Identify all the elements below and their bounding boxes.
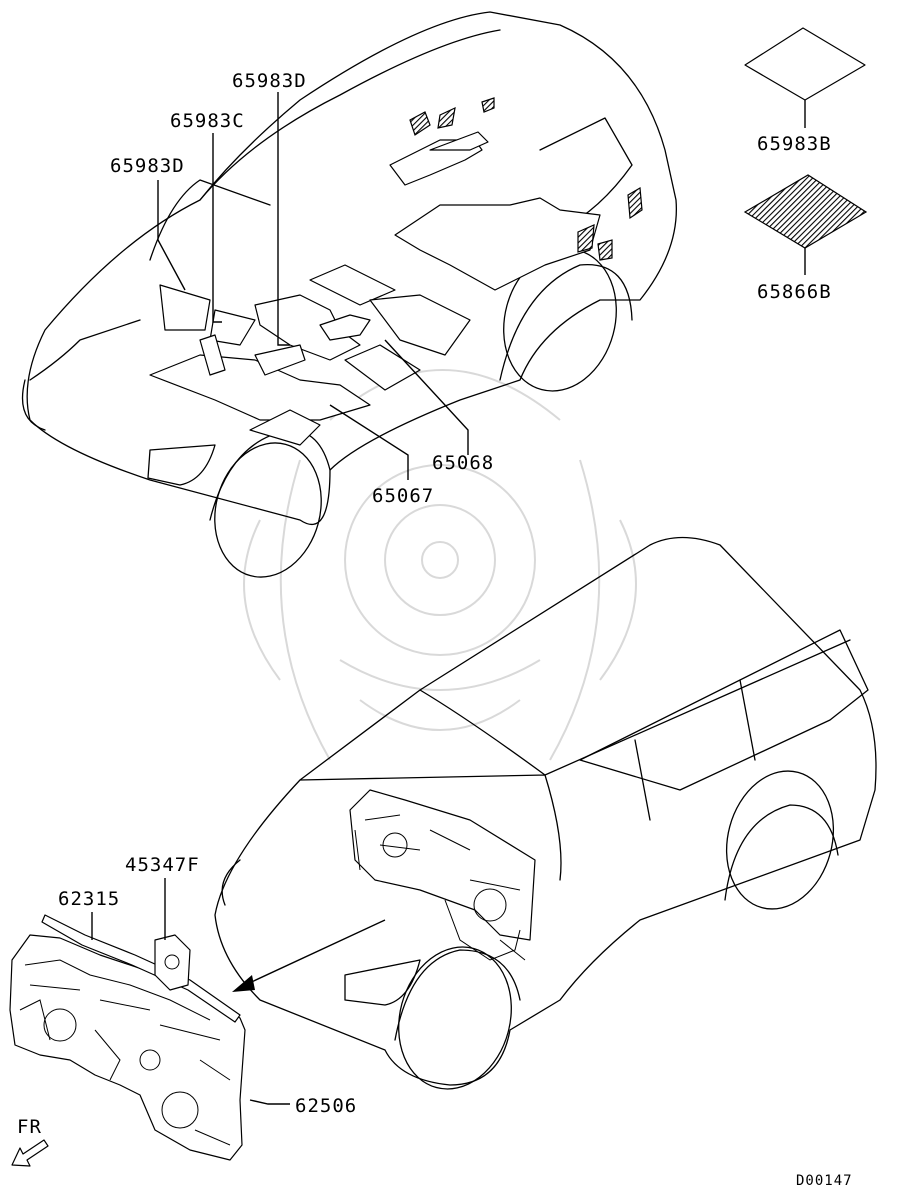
legend-plain-pad <box>744 27 866 128</box>
label-65983D-left: 65983D <box>110 155 185 177</box>
label-62506: 62506 <box>295 1095 357 1117</box>
label-65866B: 65866B <box>757 281 832 303</box>
top-leader-lines <box>157 92 469 480</box>
label-65067: 65067 <box>372 485 434 507</box>
bottom-leader-lines <box>91 878 290 1105</box>
label-65983C: 65983C <box>170 110 245 132</box>
bottom-vehicle-outline <box>214 536 877 1090</box>
top-floor-pads <box>149 139 601 446</box>
cowl-strip-62315 <box>41 914 241 1023</box>
label-45347F: 45347F <box>125 854 200 876</box>
front-direction-indicator: FR <box>11 1116 49 1167</box>
label-65983B: 65983B <box>757 133 832 155</box>
top-hatched-pads <box>409 97 643 261</box>
installed-dash-panel <box>349 789 536 961</box>
top-vehicle-outline <box>21 11 678 578</box>
fr-arrow-icon <box>11 1139 49 1167</box>
bracket-45347F <box>154 934 191 991</box>
legend-hatched-pad <box>743 174 868 275</box>
cabin-arrow <box>429 131 489 151</box>
label-65983D-top: 65983D <box>232 70 307 92</box>
pointer-arrow <box>232 919 386 992</box>
fr-label: FR <box>17 1116 42 1138</box>
label-65068: 65068 <box>432 452 494 474</box>
diagram-code: D00147 <box>796 1173 853 1187</box>
dash-panel-62506 <box>9 934 246 1161</box>
label-62315: 62315 <box>58 888 120 910</box>
